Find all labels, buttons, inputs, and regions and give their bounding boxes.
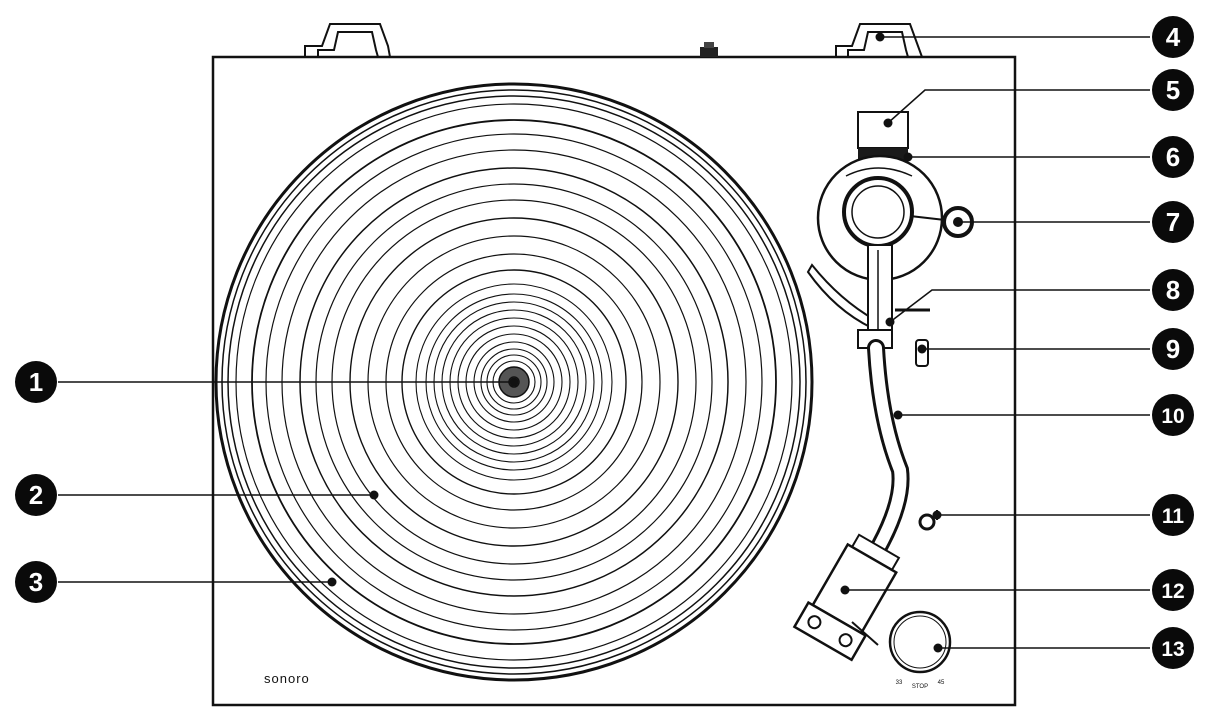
hinge-right xyxy=(835,23,923,58)
svg-text:13: 13 xyxy=(1161,638,1184,661)
svg-text:10: 10 xyxy=(1161,405,1184,428)
callout-13: 13 xyxy=(1152,627,1194,669)
leader-dots xyxy=(327,32,963,653)
callout-6: 6 xyxy=(1152,136,1194,178)
callout-7: 7 xyxy=(1152,201,1194,243)
brand-logo: sonoro xyxy=(264,671,310,686)
callout-11: 11 xyxy=(1152,494,1194,536)
callout-2: 2 xyxy=(15,474,57,516)
callout-8: 8 xyxy=(1152,269,1194,311)
callout-9: 9 xyxy=(1152,328,1194,370)
rear-knob xyxy=(700,42,718,57)
svg-text:4: 4 xyxy=(1166,22,1181,52)
speed-mark-stop: STOP xyxy=(912,684,928,690)
leader-lines xyxy=(58,36,1150,649)
platter xyxy=(214,82,814,682)
svg-text:2: 2 xyxy=(29,480,43,510)
svg-text:9: 9 xyxy=(1166,334,1180,364)
svg-text:7: 7 xyxy=(1166,207,1180,237)
svg-text:12: 12 xyxy=(1161,580,1184,603)
svg-text:11: 11 xyxy=(1162,505,1185,528)
speed-mark-33: 33 xyxy=(896,680,903,686)
svg-text:6: 6 xyxy=(1166,142,1180,172)
counterweight xyxy=(857,111,909,149)
callout-1: 1 xyxy=(15,361,57,403)
speed-mark-45: 45 xyxy=(938,680,945,686)
callout-badges: 1 2 3 4 5 6 7 8 xyxy=(15,16,1194,669)
svg-text:3: 3 xyxy=(29,567,43,597)
callout-5: 5 xyxy=(1152,69,1194,111)
speed-dial: 33 STOP 45 xyxy=(888,610,952,690)
tonearm-assembly xyxy=(792,111,974,662)
hinge-left xyxy=(304,23,391,58)
callout-10: 10 xyxy=(1152,394,1194,436)
callout-3: 3 xyxy=(15,561,57,603)
svg-text:8: 8 xyxy=(1166,275,1180,305)
svg-text:5: 5 xyxy=(1166,75,1180,105)
callout-4: 4 xyxy=(1152,16,1194,58)
svg-text:1: 1 xyxy=(29,367,43,397)
callout-12: 12 xyxy=(1152,569,1194,611)
headshell xyxy=(792,533,901,662)
